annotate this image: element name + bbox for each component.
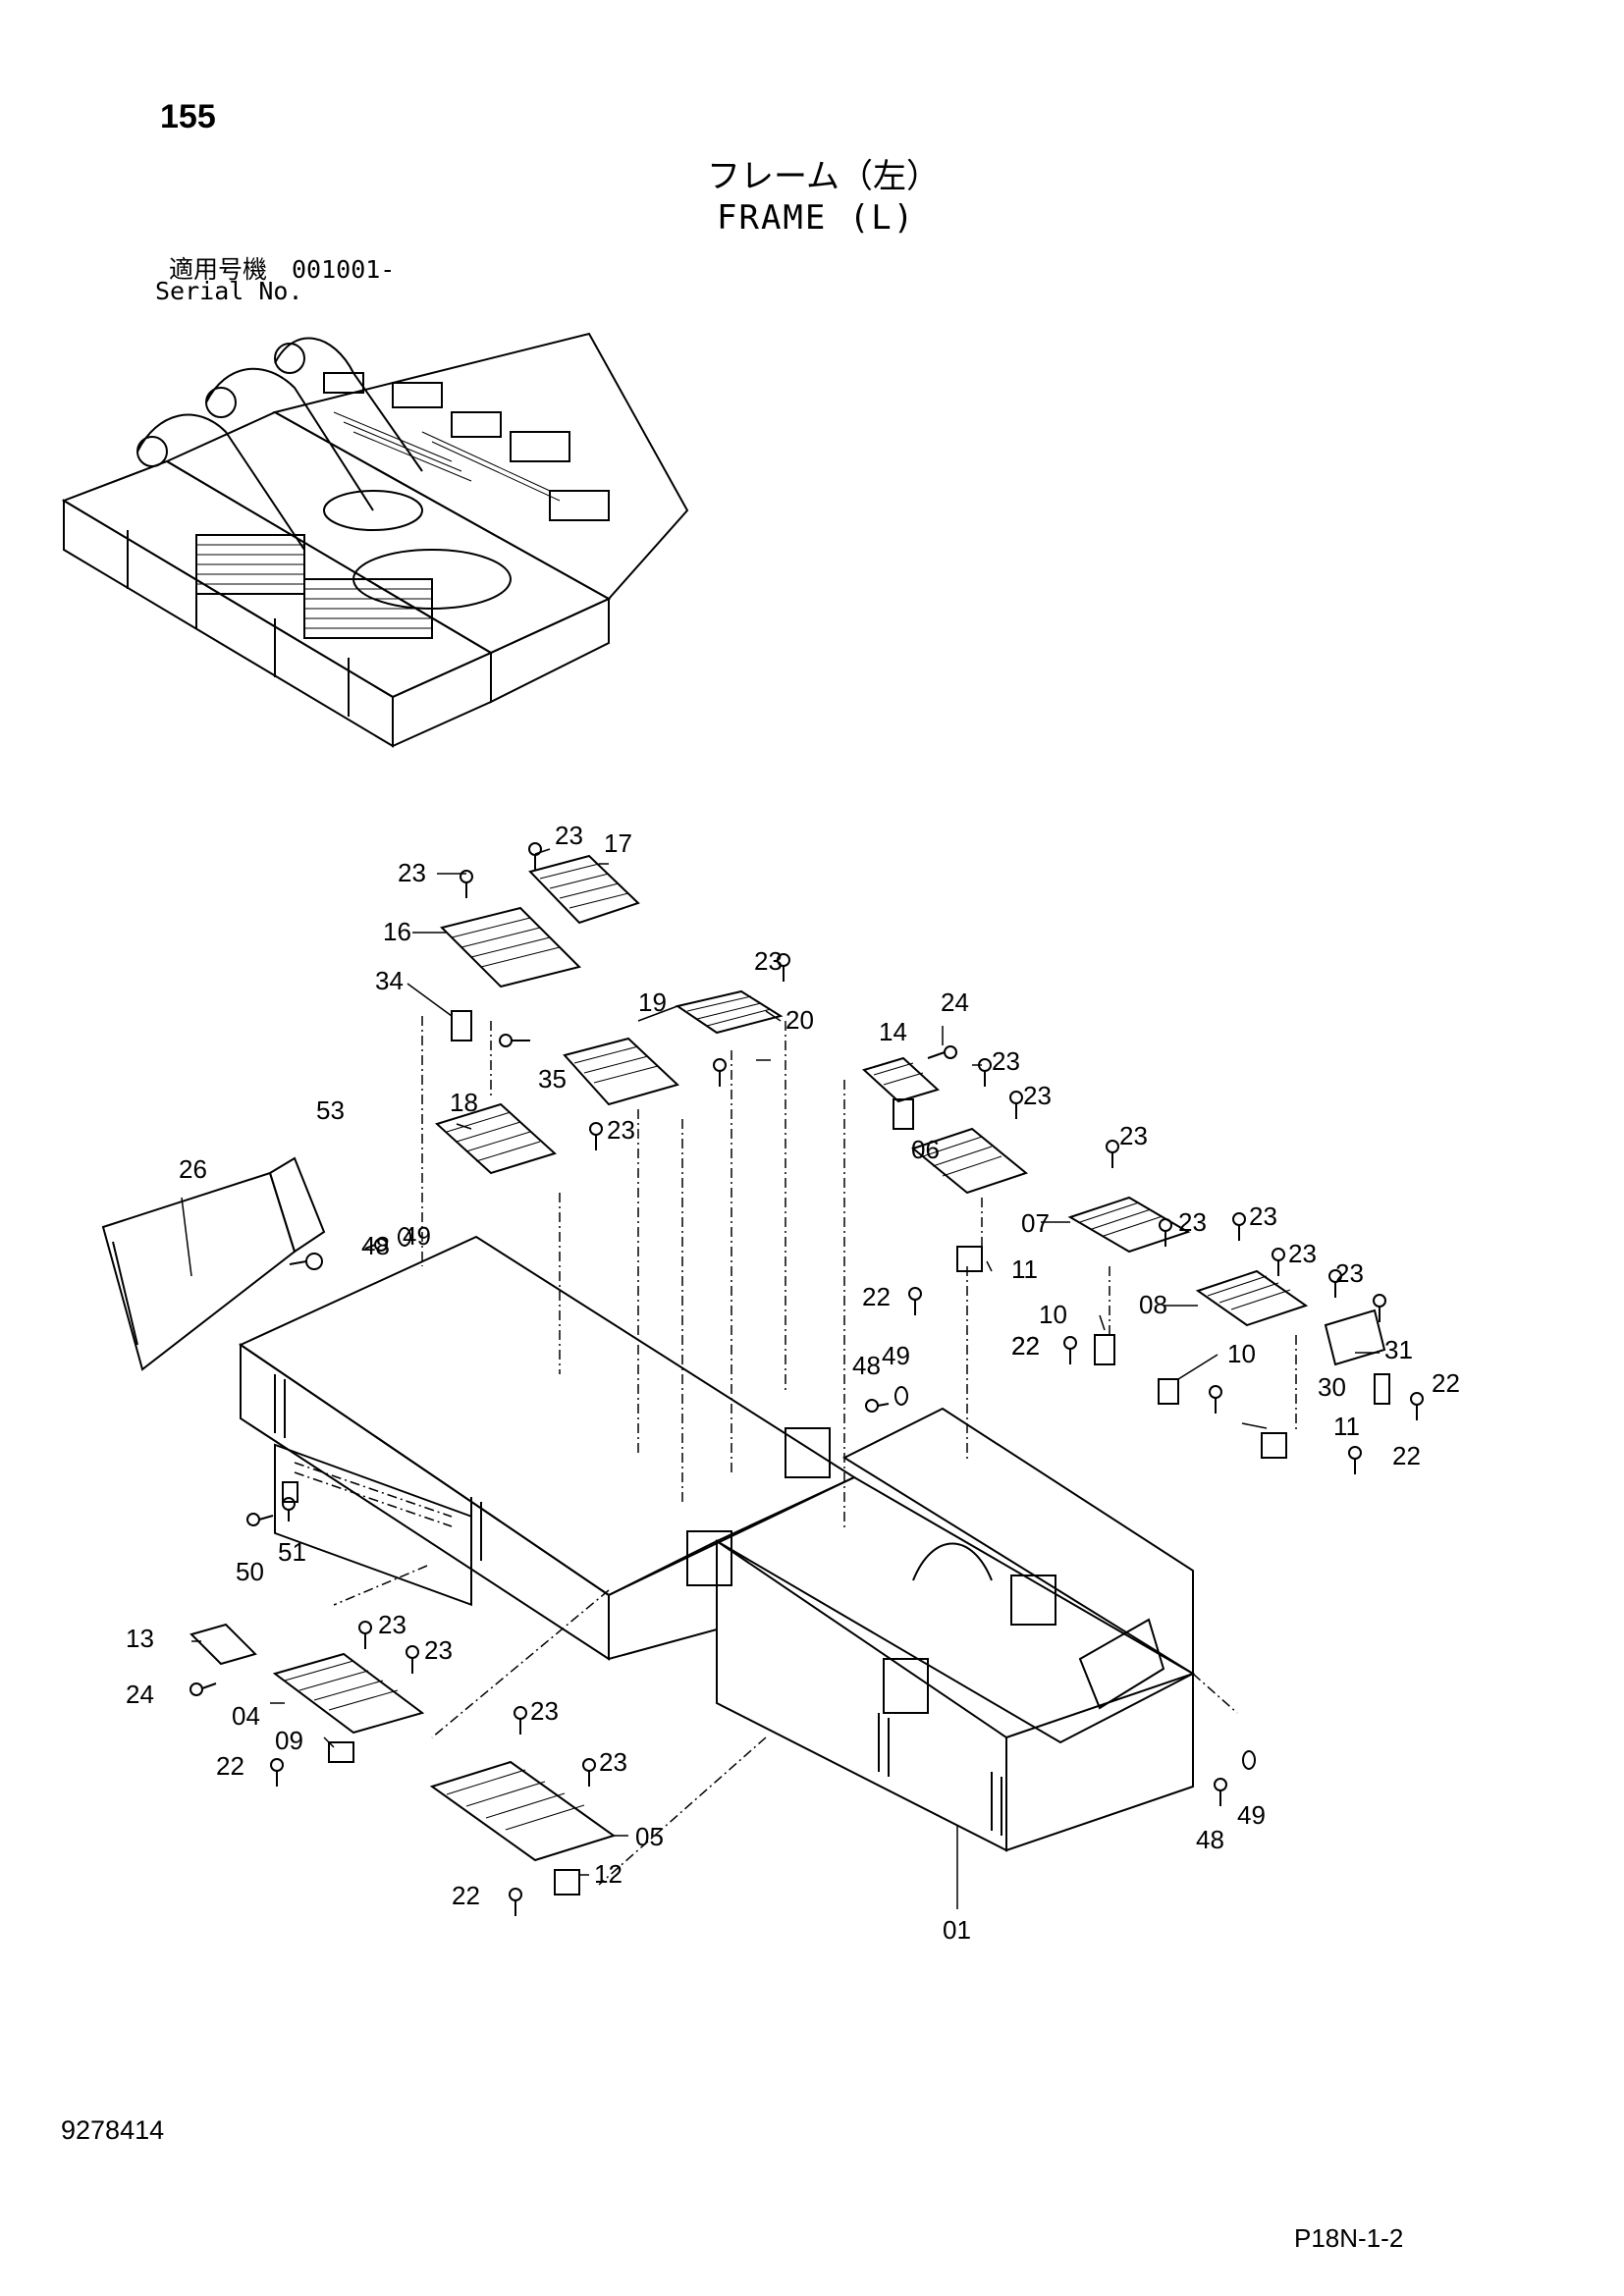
- callout-14: 14: [879, 1017, 907, 1046]
- callout-23: 23: [424, 1635, 453, 1665]
- callout-50: 50: [236, 1557, 264, 1586]
- callout-17: 17: [604, 828, 632, 858]
- callout-26: 26: [179, 1154, 207, 1184]
- step-plate-08: [1195, 1269, 1309, 1327]
- step-plate-17: [528, 854, 640, 925]
- callout-23: 23: [992, 1046, 1020, 1076]
- callout-48: 48: [361, 1231, 390, 1260]
- step-plate-13: [189, 1623, 257, 1666]
- step-plate-04: [272, 1652, 425, 1735]
- bracket-30: [1374, 1373, 1390, 1405]
- step-plate-14: [862, 1056, 940, 1103]
- callout-05: 05: [635, 1822, 664, 1851]
- step-plate-20: [675, 989, 784, 1035]
- callout-22: 22: [1392, 1441, 1421, 1470]
- part-26-cover: [101, 1156, 326, 1371]
- callout-23: 23: [607, 1115, 635, 1145]
- serial-label-japanese: 適用号機 001001-: [169, 255, 396, 284]
- title-japanese: フレーム（左）: [707, 157, 940, 196]
- callout-24: 24: [126, 1680, 154, 1709]
- figure-reference: P18N-1-2: [1294, 2223, 1404, 2253]
- callout-11: 11: [1333, 1412, 1360, 1441]
- callout-22: 22: [862, 1282, 891, 1311]
- callout-13: 13: [126, 1624, 154, 1653]
- callout-19: 19: [638, 988, 667, 1017]
- page-number: 155: [160, 98, 216, 135]
- callout-31: 31: [1384, 1335, 1413, 1364]
- callout-08: 08: [1139, 1290, 1167, 1319]
- callout-49: 49: [882, 1341, 910, 1370]
- bracket-12: [554, 1869, 580, 1896]
- washer-symbols: [282, 1227, 1256, 1770]
- callout-18: 18: [450, 1088, 478, 1117]
- callout-23: 23: [1119, 1121, 1148, 1150]
- callout-49: 49: [403, 1221, 431, 1251]
- callout-23: 23: [1023, 1081, 1052, 1110]
- callout-16: 16: [383, 917, 411, 946]
- callout-07: 07: [1021, 1208, 1050, 1238]
- plate-31: [1324, 1308, 1386, 1366]
- callout-23: 23: [398, 858, 426, 887]
- callout-23: 23: [1335, 1258, 1364, 1288]
- callout-23: 23: [754, 946, 783, 976]
- bracket-10-left: [1094, 1334, 1115, 1365]
- callout-48: 48: [1196, 1825, 1224, 1854]
- bracket-34: [451, 1010, 472, 1041]
- step-plate-18: [435, 1102, 557, 1175]
- callout-53: 53: [316, 1095, 345, 1125]
- serial-label-english: Serial No.: [155, 277, 303, 305]
- callout-12: 12: [594, 1859, 623, 1889]
- callout-20: 20: [785, 1005, 814, 1035]
- main-frame-body: [238, 1235, 1196, 1852]
- step-plate-05: [429, 1760, 617, 1862]
- bracket-14: [893, 1098, 914, 1130]
- callout-01: 01: [943, 1915, 971, 1945]
- callout-22: 22: [1432, 1368, 1460, 1398]
- step-plate-16: [440, 906, 581, 988]
- step-plate-19: [563, 1037, 679, 1106]
- callout-48: 48: [852, 1351, 881, 1380]
- callout-10: 10: [1039, 1300, 1067, 1329]
- callout-22: 22: [216, 1751, 244, 1781]
- step-plate-07: [1067, 1196, 1191, 1254]
- callout-23: 23: [530, 1696, 559, 1726]
- bolt-symbols: [189, 842, 1424, 1916]
- callout-22: 22: [1011, 1331, 1040, 1361]
- callout-22: 22: [1011, 1331, 1040, 1361]
- callout-06: 06: [911, 1135, 940, 1164]
- callout-51: 51: [278, 1537, 306, 1567]
- callout-23: 23: [1178, 1207, 1207, 1237]
- bracket-10-right: [1158, 1378, 1179, 1405]
- callout-35: 35: [538, 1064, 567, 1094]
- callout-34: 34: [375, 966, 404, 995]
- callout-49: 49: [1237, 1800, 1266, 1830]
- document-number: 9278414: [61, 2115, 165, 2145]
- bracket-11-upper: [956, 1246, 983, 1272]
- callout-04: 04: [232, 1701, 260, 1731]
- title-english: FRAME (L): [717, 198, 916, 238]
- overview-frame-illustration: [61, 332, 689, 748]
- callout-23: 23: [378, 1610, 406, 1639]
- callout-09: 09: [275, 1726, 303, 1755]
- callout-22: 22: [452, 1881, 480, 1910]
- callout-23: 23: [555, 821, 583, 850]
- step-plate-06: [910, 1127, 1029, 1195]
- callout-23: 23: [1249, 1201, 1277, 1231]
- callout-10: 10: [1227, 1339, 1256, 1368]
- callout-23: 23: [1288, 1239, 1317, 1268]
- callout-30: 30: [1318, 1372, 1346, 1402]
- callout-11: 11: [1011, 1255, 1038, 1284]
- bracket-11-lower: [1261, 1432, 1287, 1459]
- callout-23: 23: [599, 1747, 627, 1777]
- bracket-09: [328, 1741, 354, 1763]
- callout-24: 24: [941, 988, 969, 1017]
